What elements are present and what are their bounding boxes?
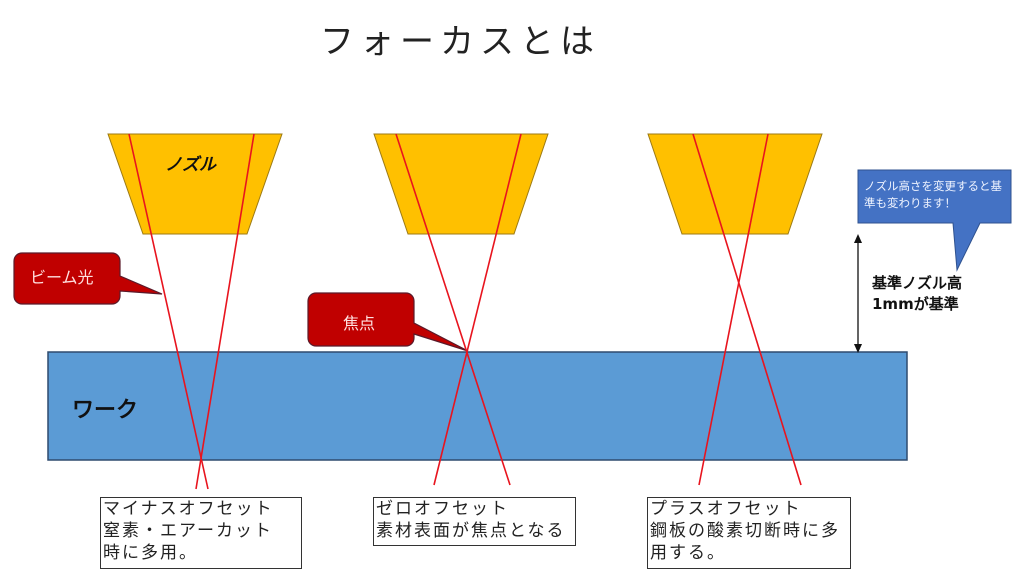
nozzle-minus	[107, 133, 283, 235]
reference-height-label: 基準ノズル高 1mmが基準	[872, 273, 962, 315]
arrow-head-down-icon	[854, 344, 862, 353]
reference-height-line2: 1mmが基準	[872, 295, 959, 313]
work-label: ワーク	[72, 398, 139, 423]
focus-callout	[307, 292, 469, 352]
beam-line	[195, 133, 255, 490]
plus-offset-box: プラスオフセット 鋼板の酸素切断時に多 用する。	[647, 497, 851, 569]
plus-offset-line: 鋼板の酸素切断時に多	[650, 521, 840, 541]
minus-offset-line: マイナスオフセット	[103, 499, 274, 519]
work-piece	[47, 351, 908, 461]
minus-offset-line: 窒素・エアーカット	[103, 521, 273, 541]
zero-offset-box: ゼロオフセット 素材表面が焦点となる	[373, 497, 576, 546]
beam-line	[433, 133, 522, 486]
plus-offset-line: 用する。	[650, 543, 726, 563]
nozzle-zero	[373, 133, 549, 235]
plus-offset-line: プラスオフセット	[650, 499, 802, 519]
nozzle-height-note: ノズル高さを変更すると基準も変わります！	[864, 179, 1002, 210]
minus-offset-line: 時に多用。	[103, 543, 198, 563]
zero-offset-line: 素材表面が焦点となる	[376, 521, 566, 541]
beam-line	[128, 133, 209, 490]
minus-offset-box: マイナスオフセット 窒素・エアーカット 時に多用。	[100, 497, 302, 569]
nozzle-height-callout	[857, 169, 1012, 272]
zero-offset-line: ゼロオフセット	[376, 499, 509, 519]
nozzle-plus	[647, 133, 823, 235]
beam-line	[692, 133, 802, 486]
beam-line	[395, 133, 511, 486]
beam-callout-text: ビーム光	[30, 268, 94, 287]
focus-callout-text: 焦点	[343, 314, 376, 333]
page-title: フォーカスとは	[320, 22, 600, 62]
beam-callout	[13, 252, 163, 305]
arrow-head-up-icon	[854, 234, 862, 243]
reference-height-line1: 基準ノズル高	[872, 274, 963, 292]
nozzle-label: ノズル	[165, 155, 216, 175]
beam-line	[698, 133, 769, 486]
